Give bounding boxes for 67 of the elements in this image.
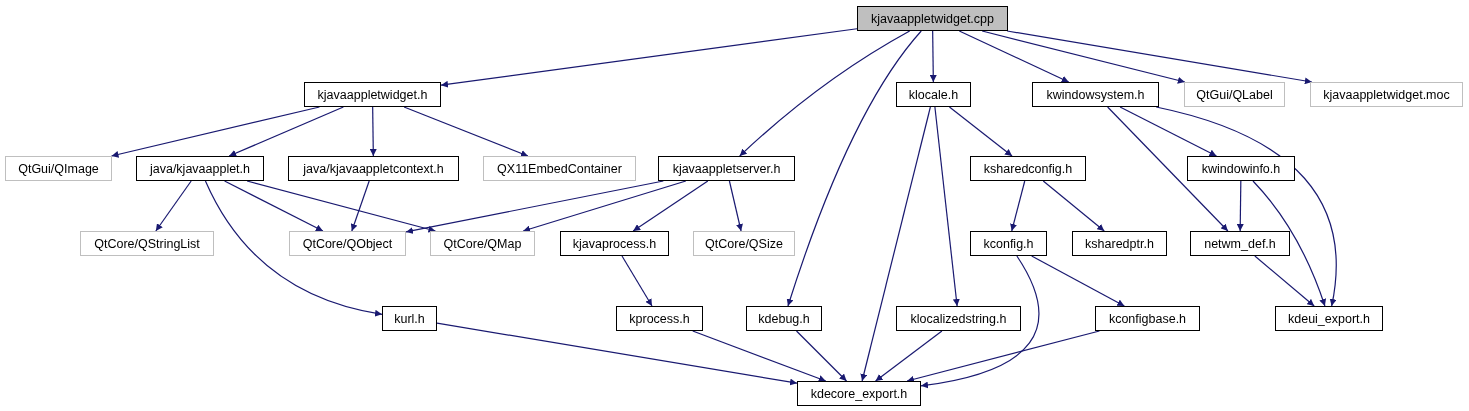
header-file-box: kdebug.h xyxy=(746,306,822,331)
include-arrow xyxy=(906,330,1100,383)
include-arrow xyxy=(692,330,827,382)
include-arrow xyxy=(369,106,377,157)
header-file-box: ksharedconfig.h xyxy=(970,156,1086,181)
include-arrow xyxy=(110,106,321,158)
external-header-box: QX11EmbedContainer xyxy=(483,156,636,181)
external-header-box: QtCore/QMap xyxy=(430,231,535,256)
external-header-box: kjavaappletwidget.moc xyxy=(1310,82,1463,107)
header-file-box: kwindowsystem.h xyxy=(1032,82,1159,107)
external-header-box: QtCore/QSize xyxy=(693,231,795,256)
header-file-box: java/kjavaapplet.h xyxy=(136,156,264,181)
include-arrow xyxy=(1252,180,1326,307)
include-arrow xyxy=(522,180,687,233)
header-file-box: ksharedptr.h xyxy=(1072,231,1167,256)
header-file-box: kjavaappletwidget.h xyxy=(304,82,441,107)
external-header-box: QtCore/QObject xyxy=(289,231,406,256)
include-arrow xyxy=(875,330,943,382)
include-arrow xyxy=(405,180,664,234)
header-file-box: klocalizedstring.h xyxy=(896,306,1021,331)
include-arrow xyxy=(204,180,383,317)
include-arrow xyxy=(1107,106,1229,232)
external-header-box: QtGui/QImage xyxy=(5,156,112,181)
header-file-box: kconfig.h xyxy=(970,231,1047,256)
include-arrow xyxy=(786,30,922,307)
include-arrow xyxy=(436,322,798,386)
include-arrow xyxy=(739,30,911,157)
include-arrow xyxy=(948,106,1013,157)
header-file-box: klocale.h xyxy=(896,82,971,107)
header-file-box: java/kjavaappletcontext.h xyxy=(288,156,459,181)
include-arrow xyxy=(860,106,931,382)
include-arrow xyxy=(1031,255,1125,307)
include-arrow xyxy=(1254,255,1315,307)
include-arrow xyxy=(1119,106,1217,157)
include-arrow xyxy=(621,255,653,307)
include-arrow xyxy=(228,106,344,157)
header-file-box: kwindowinfo.h xyxy=(1187,156,1295,181)
header-file-box: kdecore_export.h xyxy=(797,381,921,406)
header-file-box: kdeui_export.h xyxy=(1275,306,1383,331)
include-arrow xyxy=(155,180,192,232)
include-arrow xyxy=(1236,180,1244,232)
include-arrow xyxy=(934,106,960,307)
include-arrow xyxy=(246,180,437,233)
include-arrow xyxy=(929,30,937,83)
include-arrow xyxy=(795,330,848,382)
include-arrow xyxy=(981,30,1186,84)
header-file-box: kjavaprocess.h xyxy=(560,231,669,256)
external-header-box: QtGui/QLabel xyxy=(1184,82,1285,107)
include-arrow xyxy=(1042,180,1105,232)
include-arrow xyxy=(1155,106,1337,307)
include-arrow xyxy=(920,255,1040,389)
include-arrow xyxy=(440,28,858,88)
include-arrow xyxy=(350,180,370,232)
source-file-box: kjavaappletwidget.cpp xyxy=(857,6,1008,31)
include-arrow xyxy=(1006,30,1313,85)
include-arrow xyxy=(728,180,743,232)
header-file-box: kprocess.h xyxy=(616,306,703,331)
include-arrow xyxy=(958,30,1070,83)
include-arrow xyxy=(632,180,709,232)
header-file-box: kconfigbase.h xyxy=(1095,306,1200,331)
include-arrow xyxy=(224,180,324,232)
external-header-box: QtCore/QStringList xyxy=(80,231,214,256)
include-arrow xyxy=(403,106,529,157)
header-file-box: kurl.h xyxy=(382,306,437,331)
header-file-box: netwm_def.h xyxy=(1190,231,1290,256)
include-arrow xyxy=(1010,180,1026,232)
header-file-box: kjavaappletserver.h xyxy=(658,156,795,181)
